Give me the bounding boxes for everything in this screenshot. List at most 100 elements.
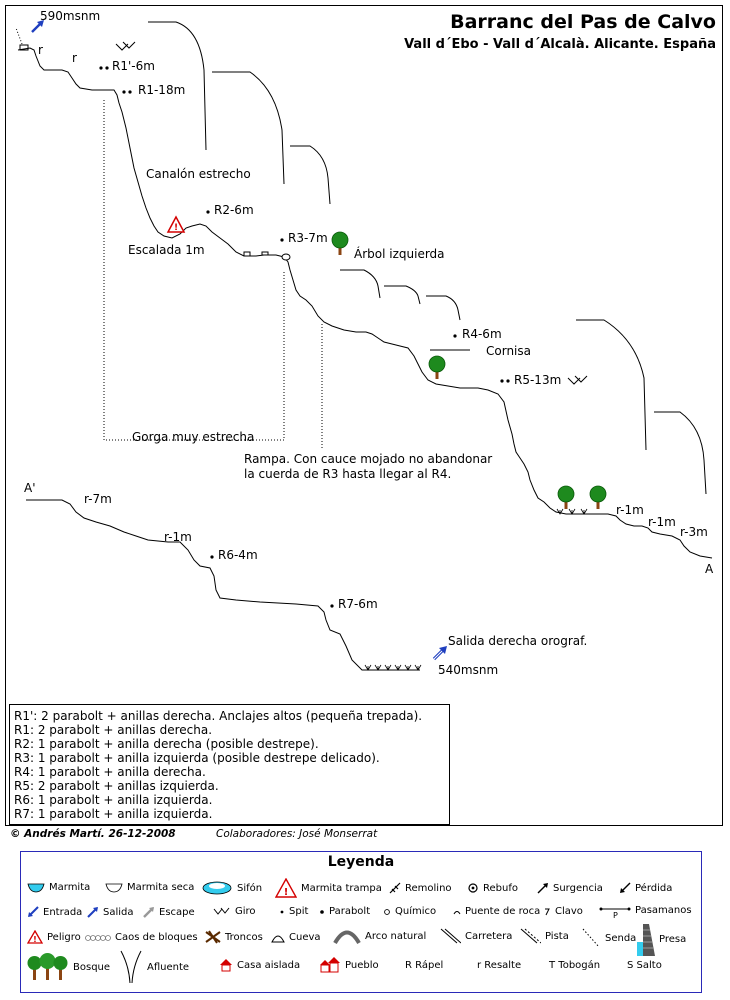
giro-icon — [115, 41, 136, 51]
legend-item-pueblo: Pueblo — [319, 956, 379, 974]
legend-item-pista: Pista — [519, 928, 569, 944]
anchor-markers — [99, 66, 510, 608]
topo-subtitle: Vall d´Ebo - Vall d´Alcalà. Alicante. Es… — [404, 37, 716, 52]
parabolt-icon — [320, 909, 324, 914]
salida-label: Salida derecha orograf. — [448, 634, 587, 648]
cornisa-label: Cornisa — [486, 344, 531, 358]
exit-arrow-icon — [432, 646, 447, 661]
danger-icon: ! — [27, 930, 43, 944]
resalte-7m-label: r-7m — [84, 492, 112, 506]
turn-icon — [213, 907, 230, 915]
village-icon — [320, 957, 340, 973]
legend-item-marmita-trampa: ! Marmita trampa — [275, 878, 382, 898]
legend-item-senda: Senda — [581, 928, 636, 948]
svg-text:!: ! — [33, 935, 37, 944]
r2-label: R2-6m — [214, 203, 254, 217]
legend-item-arco: Arco natural — [333, 928, 426, 944]
legend-item-salto: S Salto — [627, 960, 662, 971]
resalte-1m-a-label: r-1m — [616, 503, 644, 517]
legend-item-remolino: Remolino — [389, 882, 452, 894]
legend-item-rebufo: Rebufo — [467, 882, 518, 894]
trap-pot-icon: ! — [275, 878, 297, 898]
road-icon — [440, 928, 461, 944]
r4-label: R4-6m — [462, 327, 502, 341]
canyon-profile-upper — [17, 47, 713, 559]
rampa-label-1: Rampa. Con cauce mojado no abandonar — [244, 452, 492, 466]
resalte-1m-c-label: r-1m — [164, 530, 192, 544]
r7-label: R7-6m — [338, 597, 378, 611]
diagram-frame — [5, 5, 723, 826]
note-line: R6: 1 parabolt + anilla izquierda. — [14, 793, 212, 807]
r6-label: R6-4m — [218, 548, 258, 562]
note-line: R1': 2 parabolt + anillas derecha. Ancla… — [14, 709, 422, 723]
resalte-1m-b-label: r-1m — [648, 515, 676, 529]
note-line: R3: 1 parabolt + anilla izquierda (posib… — [14, 751, 380, 765]
marmita-icon — [27, 883, 45, 892]
sink-icon — [620, 882, 631, 893]
legend-item-carretera: Carretera — [439, 928, 512, 944]
legend: Leyenda Marmita Marmita seca Sifón ! Mar… — [20, 851, 702, 993]
legend-item-perdida: Pérdida — [619, 882, 672, 894]
canyon-profile-lower — [26, 499, 420, 671]
note-line: R4: 1 parabolt + anilla derecha. — [14, 765, 206, 779]
r1p-label: R1'-6m — [112, 59, 155, 73]
backwash-icon — [468, 883, 478, 893]
legend-item-sifon: Sifón — [201, 880, 262, 896]
author-credit: © Andrés Martí. 26-12-2008 — [10, 828, 176, 840]
legend-item-casa: Casa aislada — [219, 958, 300, 972]
dam-icon — [637, 924, 655, 956]
siphon-icon — [202, 881, 232, 895]
piton-icon — [545, 908, 550, 915]
altitude-top-label: 590msnm — [40, 9, 100, 23]
escape-icon — [143, 907, 154, 918]
legend-item-entrada: Entrada — [27, 906, 82, 918]
resalte-3m-label: r-3m — [680, 525, 708, 539]
rock-bridge-icon — [453, 910, 461, 914]
forest-icon — [27, 953, 68, 980]
house-icon — [220, 959, 232, 972]
danger-icon: ! — [166, 215, 186, 233]
legend-item-surgencia: Surgencia — [537, 882, 603, 894]
legend-item-resalte: r Resalte — [477, 960, 522, 971]
legend-item-salida: Salida — [87, 906, 134, 918]
legend-item-parabolt: Parabolt — [319, 906, 370, 917]
dry-pot-icon — [105, 883, 123, 892]
legend-item-caos: Caos de bloques — [85, 932, 198, 943]
legend-item-rapel: R Rápel — [405, 960, 444, 971]
legend-item-cueva: Cueva — [271, 932, 321, 943]
legend-item-marmita: Marmita — [27, 882, 90, 893]
legend-item-presa: Presa — [637, 922, 686, 956]
canalon-label: Canalón estrecho — [146, 167, 251, 181]
point-a-prime-label: A' — [24, 481, 36, 495]
spit-icon — [280, 910, 284, 913]
notes-box — [9, 704, 450, 825]
exit-icon — [87, 907, 98, 918]
tree-icon — [589, 485, 607, 510]
tributary-icon — [120, 950, 142, 984]
tree-icon — [331, 231, 349, 256]
note-line: R5: 2 parabolt + anillas izquierda. — [14, 779, 219, 793]
spring-icon — [537, 883, 548, 894]
legend-item-clavo: Clavo — [543, 906, 583, 917]
legend-item-spit: Spit — [279, 906, 308, 917]
boulder-chaos-icon — [85, 934, 111, 941]
legend-item-tobogan: T Tobogán — [549, 960, 601, 971]
svg-text:P: P — [613, 911, 618, 918]
tree-icon — [557, 485, 575, 510]
svg-text:!: ! — [284, 887, 289, 898]
legend-item-afluente: Afluente — [119, 950, 189, 984]
r5-label: R5-13m — [514, 373, 561, 387]
handline-icon: P — [599, 907, 631, 918]
resalte-label-2: r — [72, 51, 77, 65]
anchor-notes: R1': 2 parabolt + anillas derecha. Ancla… — [14, 709, 422, 821]
collaborators-credit: Colaboradores: José Monserrat — [216, 828, 378, 840]
natural-arch-icon — [333, 930, 361, 944]
legend-item-giro: Giro — [213, 906, 256, 917]
legend-item-bosque: Bosque — [25, 952, 110, 982]
legend-item-escape: Escape — [143, 906, 195, 918]
arbol-label: Árbol izquierda — [354, 246, 445, 261]
giro-icon — [567, 375, 588, 385]
legend-item-quimico: Químico — [383, 906, 436, 917]
point-a-label: A — [705, 562, 714, 576]
trail-icon — [582, 928, 600, 948]
